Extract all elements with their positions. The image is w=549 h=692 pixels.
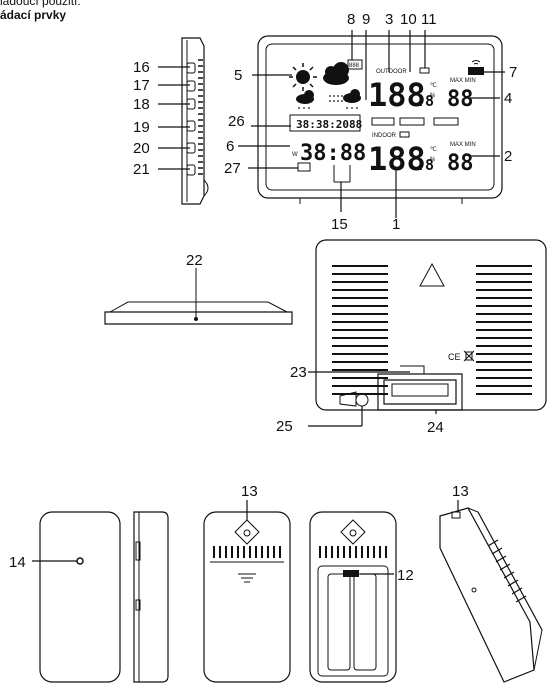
callout-23: 23 <box>290 364 307 381</box>
svg-text:888: 888 <box>349 63 360 69</box>
indoor-battery-icon <box>399 131 410 138</box>
callout-10: 10 <box>400 11 417 28</box>
svg-text:%: % <box>430 157 436 163</box>
alert-icon <box>347 59 363 70</box>
clock-display: 38:88 <box>300 141 366 166</box>
calendar-display: 38:38:2088 <box>296 118 362 131</box>
callout-27: 27 <box>224 160 241 177</box>
callout-18: 18 <box>133 96 150 113</box>
signal-icon <box>468 60 484 75</box>
callout-21: 21 <box>133 161 150 178</box>
outdoor-temp: 188 <box>368 76 426 114</box>
side-buttons <box>186 62 196 176</box>
callout-16: 16 <box>133 59 150 76</box>
svg-text:%: % <box>430 93 436 99</box>
battery-bay <box>317 565 389 677</box>
outdoor-maxmin-label: MAX MIN <box>450 78 476 84</box>
callout-7: 7 <box>509 64 517 81</box>
callout-3: 3 <box>385 11 393 28</box>
main-unit-back-view: CE 23 25 24 <box>276 239 547 436</box>
hanging-hole-icon <box>419 262 445 287</box>
battery-compartment <box>377 373 463 411</box>
callout-9: 9 <box>362 11 370 28</box>
sensor-front-view: 14 <box>9 511 121 683</box>
callout-5: 5 <box>234 67 242 84</box>
main-unit-front-view: 888 OUTDOOR 188 .8 ℃ % MAX MIN 88 38:38:… <box>224 11 517 233</box>
indoor-temp: 188 <box>368 140 426 178</box>
indoor-decimal: .8 <box>416 156 434 174</box>
callout-13-back: 13 <box>241 483 258 500</box>
outdoor-label: OUTDOOR <box>376 69 407 75</box>
outdoor-battery-icon <box>419 67 430 74</box>
outdoor-maxmin-value: 88 <box>447 87 474 112</box>
callout-13-perspective: 13 <box>452 483 469 500</box>
callout-15: 15 <box>331 216 348 233</box>
sensor-vent-grille <box>213 546 281 558</box>
callout-17: 17 <box>133 77 150 94</box>
callout-22: 22 <box>186 252 203 269</box>
battery-slot-1 <box>327 573 351 671</box>
callout-12: 12 <box>397 567 414 584</box>
callout-1: 1 <box>392 216 400 233</box>
indicator-row <box>371 117 459 126</box>
indoor-maxmin-label: MAX MIN <box>450 142 476 148</box>
svg-text:℃: ℃ <box>430 83 437 89</box>
callout-19: 19 <box>133 119 150 136</box>
callout-8: 8 <box>347 11 355 28</box>
svg-text:℃: ℃ <box>430 147 437 153</box>
indoor-maxmin-value: 88 <box>447 151 474 176</box>
sensor-side-view <box>133 511 169 683</box>
header-line-2: ádací prvky <box>0 8 67 22</box>
callout-20: 20 <box>133 140 150 157</box>
outdoor-decimal: .8 <box>416 92 434 110</box>
main-unit-side-view: 16 17 18 19 20 21 <box>133 37 209 205</box>
callout-11: 11 <box>421 11 437 28</box>
callout-14: 14 <box>9 554 26 571</box>
callout-6: 6 <box>226 138 234 155</box>
weee-bin-icon <box>463 350 475 362</box>
sensor-open-battery-view: 12 <box>309 511 414 683</box>
sensor-back-view: 13 <box>203 483 291 683</box>
main-unit-bottom-view: 22 <box>104 252 293 325</box>
callout-25: 25 <box>276 418 293 435</box>
sensor-perspective-view: 13 <box>439 483 543 683</box>
battery-slot-2 <box>353 573 377 671</box>
channel-switch <box>343 570 359 577</box>
side-vent-slots <box>198 59 203 175</box>
rain-drops-icon <box>298 95 358 109</box>
ce-mark: CE <box>448 352 461 362</box>
sun-icon <box>289 63 317 91</box>
callout-4: 4 <box>504 90 512 107</box>
callout-24: 24 <box>427 419 444 436</box>
weekday-display <box>297 162 311 172</box>
header-line-1: ládoucí použití. <box>0 0 81 8</box>
indoor-label: INDOOR <box>372 133 397 139</box>
calendar-frame <box>289 114 361 132</box>
callout-26: 26 <box>228 113 245 130</box>
svg-text:W: W <box>292 152 298 158</box>
cloud-icon <box>296 62 361 104</box>
battery-latch <box>400 365 425 374</box>
callout-2: 2 <box>504 148 512 165</box>
left-vent-slots <box>332 265 388 395</box>
right-vent-slots <box>476 265 532 395</box>
